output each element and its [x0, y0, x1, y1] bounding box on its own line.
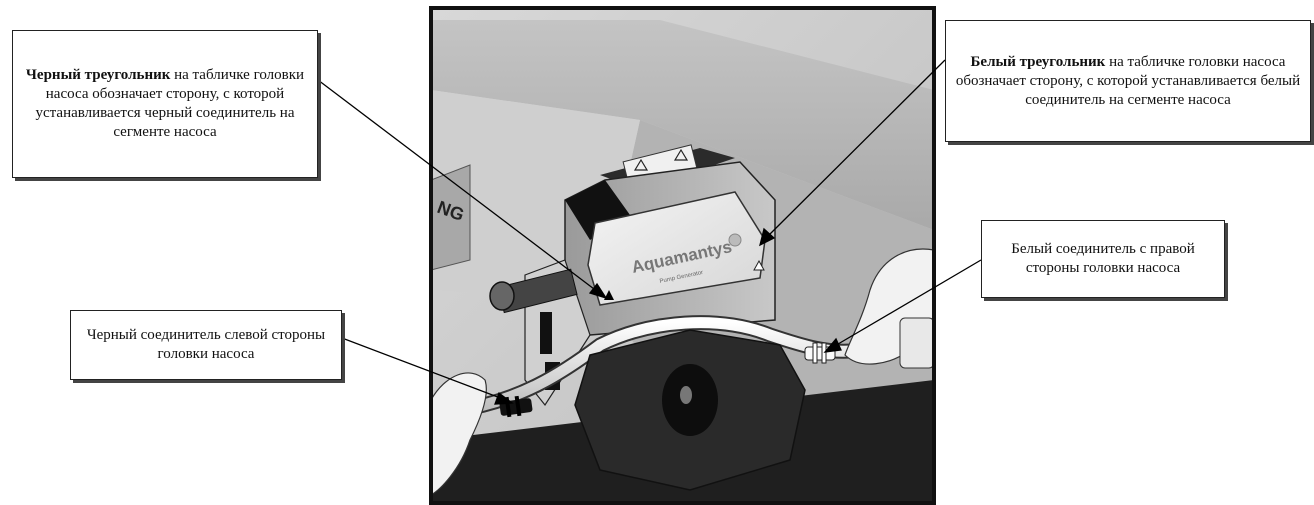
photo-scene: NG Aquamantys Pump Generator [431, 8, 934, 503]
black-triangle-title: Черный треугольник [26, 67, 170, 83]
white-connector-text: Белый соединитель с правой стороны голов… [990, 240, 1216, 278]
black-connector-text: Черный соединитель слевой стороны головк… [79, 326, 333, 364]
black-triangle-callout: Черный треугольник на табличке головки н… [12, 30, 318, 178]
brand-logo-icon [729, 234, 741, 246]
black-connector-callout: Черный соединитель слевой стороны головк… [70, 310, 342, 380]
white-connector-callout: Белый соединитель с правой стороны голов… [981, 220, 1225, 298]
white-triangle-callout: Белый треугольник на табличке головки на… [945, 20, 1311, 142]
white-triangle-title: Белый треугольник [971, 54, 1106, 70]
